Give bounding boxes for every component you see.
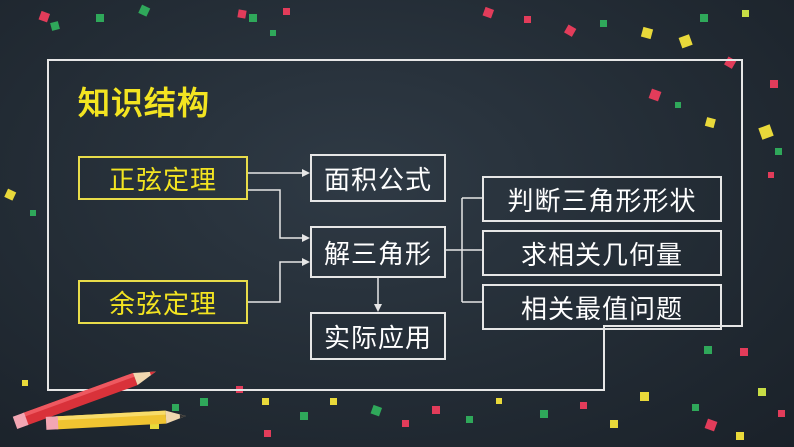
node-solve-triangle: 解三角形 [310,226,446,278]
node-area-formula: 面积公式 [310,154,446,202]
yellow-pencil-icon [45,410,186,430]
node-practical-application: 实际应用 [310,312,446,360]
connectors [248,172,482,306]
confetti [4,4,785,440]
red-pencil-icon [12,371,156,429]
content-frame [47,59,743,391]
node-sine-law: 正弦定理 [78,156,248,200]
node-judge-shape: 判断三角形形状 [482,176,722,222]
arrowheads [302,169,382,312]
node-find-quantities: 求相关几何量 [482,230,722,276]
page-title: 知识结构 [78,84,211,122]
node-extreme-value: 相关最值问题 [482,284,722,330]
node-cosine-law: 余弦定理 [78,280,248,324]
